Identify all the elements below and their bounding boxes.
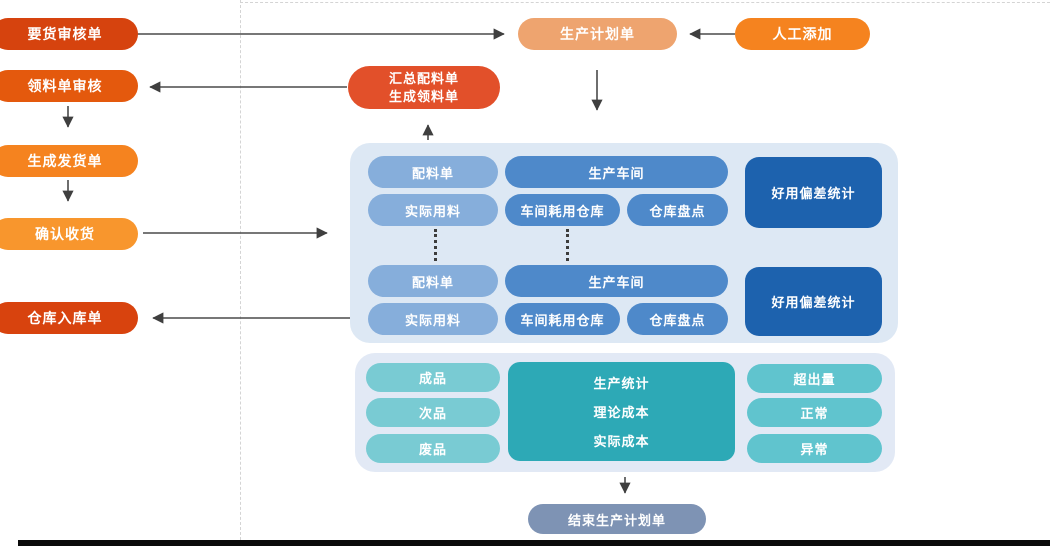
node-normal: 正常 xyxy=(747,398,882,427)
node-demand-review: 要货审核单 xyxy=(0,18,138,50)
node-confirm-receipt: 确认收货 xyxy=(0,218,138,250)
node-abnormal: 异常 xyxy=(747,434,882,463)
node-workshop-2: 生产车间 xyxy=(505,265,728,297)
node-summary-picking: 汇总配料单 生成领料单 xyxy=(348,66,500,109)
node-actual-usage-2: 实际用料 xyxy=(368,303,498,335)
node-actual-usage-1: 实际用料 xyxy=(368,194,498,226)
node-end-production-plan: 结束生产计划单 xyxy=(528,504,706,534)
node-consume-store-1: 车间耗用仓库 xyxy=(505,194,620,226)
node-defective-goods: 次品 xyxy=(366,398,500,427)
vertical-dashed-divider xyxy=(240,0,241,540)
node-warehouse-inbound: 仓库入库单 xyxy=(0,302,138,334)
stat-line-production: 生产统计 xyxy=(593,376,650,391)
node-bom-2: 配料单 xyxy=(368,265,498,297)
statistics-panel: 成品 次品 废品 生产统计 理论成本 实际成本 超出量 正常 异常 xyxy=(355,353,895,472)
workshop-panel: 配料单 生产车间 好用偏差统计 实际用料 车间耗用仓库 仓库盘点 配料单 生产车… xyxy=(350,143,898,343)
node-excess-amount: 超出量 xyxy=(747,364,882,393)
node-bom-1: 配料单 xyxy=(368,156,498,188)
dotted-continuation-right xyxy=(566,229,569,261)
summary-line-2: 生成领料单 xyxy=(388,88,459,104)
node-scrap-goods: 废品 xyxy=(366,434,500,463)
stat-line-theoretical-cost: 理论成本 xyxy=(593,405,650,420)
node-create-delivery: 生成发货单 xyxy=(0,145,138,177)
node-workshop-1: 生产车间 xyxy=(505,156,728,188)
dotted-continuation-left xyxy=(434,229,437,261)
node-deviation-stats-1: 好用偏差统计 xyxy=(745,157,882,228)
node-production-statistics: 生产统计 理论成本 实际成本 xyxy=(508,362,735,461)
stat-line-actual-cost: 实际成本 xyxy=(593,434,650,449)
node-production-plan: 生产计划单 xyxy=(518,18,677,50)
node-finished-goods: 成品 xyxy=(366,363,500,392)
horizontal-dashed-divider xyxy=(240,2,1050,3)
summary-line-1: 汇总配料单 xyxy=(388,70,459,86)
bottom-edge-bar xyxy=(18,540,1050,546)
node-stocktake-1: 仓库盘点 xyxy=(627,194,728,226)
node-consume-store-2: 车间耗用仓库 xyxy=(505,303,620,335)
node-picking-review: 领料单审核 xyxy=(0,70,138,102)
node-stocktake-2: 仓库盘点 xyxy=(627,303,728,335)
node-deviation-stats-2: 好用偏差统计 xyxy=(745,267,882,336)
node-manual-add: 人工添加 xyxy=(735,18,870,50)
